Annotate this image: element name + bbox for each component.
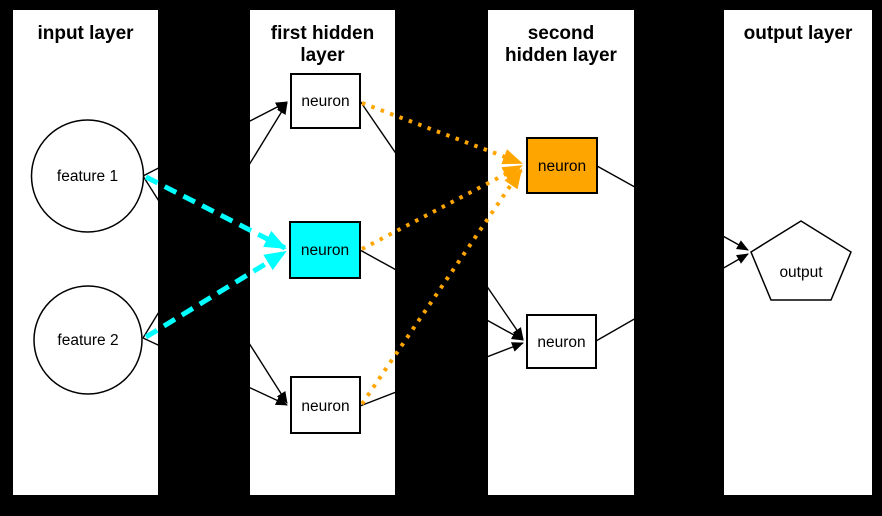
hidden1-neuron-bottom bbox=[290, 376, 361, 434]
edge-hidden1-middle-to-hidden2-bottom bbox=[359, 249, 524, 341]
hidden2-neuron-bottom bbox=[526, 314, 597, 369]
edge-hidden1-top-to-orange-neuron bbox=[361, 101, 523, 165]
output-node-pentagon bbox=[750, 220, 852, 301]
edge-hidden1-bottom-to-hidden2-bottom bbox=[359, 342, 524, 407]
output-layer-title: output layer bbox=[744, 23, 853, 44]
edge-feature1-to-hidden1-bottom bbox=[142, 175, 288, 404]
edge-hidden1-bottom-to-orange-neuron bbox=[360, 168, 523, 406]
feature-1-label: feature 1 bbox=[57, 168, 118, 185]
input-layer-title: input layer bbox=[37, 23, 134, 44]
feature-2-node bbox=[33, 285, 143, 395]
hidden2-bottom-label: neuron bbox=[537, 334, 585, 351]
edge-feature2-to-cyan-neuron bbox=[144, 249, 287, 340]
feature-1-node bbox=[30, 119, 145, 233]
orange-edges bbox=[360, 101, 523, 406]
first-hidden-title-line2: layer bbox=[300, 45, 345, 66]
hidden2-top-label: neuron bbox=[538, 158, 586, 175]
first-hidden-title-line1: first hidden bbox=[271, 23, 374, 44]
edge-hidden2-bottom-to-output bbox=[595, 253, 749, 342]
panel-second-hidden-layer bbox=[488, 10, 634, 495]
edge-hidden1-top-to-hidden2-bottom bbox=[359, 100, 524, 340]
hidden1-neuron-middle-cyan bbox=[289, 221, 361, 279]
edge-feature1-to-cyan-neuron bbox=[144, 174, 287, 251]
hidden1-neuron-top bbox=[290, 73, 361, 129]
panel-input-layer bbox=[13, 10, 158, 495]
plain-edges bbox=[142, 100, 749, 407]
hidden1-top-label: neuron bbox=[301, 93, 349, 110]
feature-2-label: feature 2 bbox=[57, 332, 118, 349]
edge-feature2-to-hidden1-top bbox=[142, 102, 288, 339]
edge-feature2-to-hidden1-bottom bbox=[142, 337, 288, 406]
edge-feature1-to-hidden1-top bbox=[142, 101, 288, 177]
second-hidden-title-line1: second bbox=[528, 23, 595, 44]
cyan-edges bbox=[144, 174, 287, 340]
output-label: output bbox=[779, 264, 823, 281]
hidden1-bottom-label: neuron bbox=[301, 398, 349, 415]
hidden2-neuron-top-orange bbox=[526, 137, 598, 194]
second-hidden-title-line2: hidden layer bbox=[505, 45, 618, 66]
hidden1-middle-label: neuron bbox=[301, 242, 349, 259]
edge-hidden2-top-to-output bbox=[596, 165, 749, 251]
